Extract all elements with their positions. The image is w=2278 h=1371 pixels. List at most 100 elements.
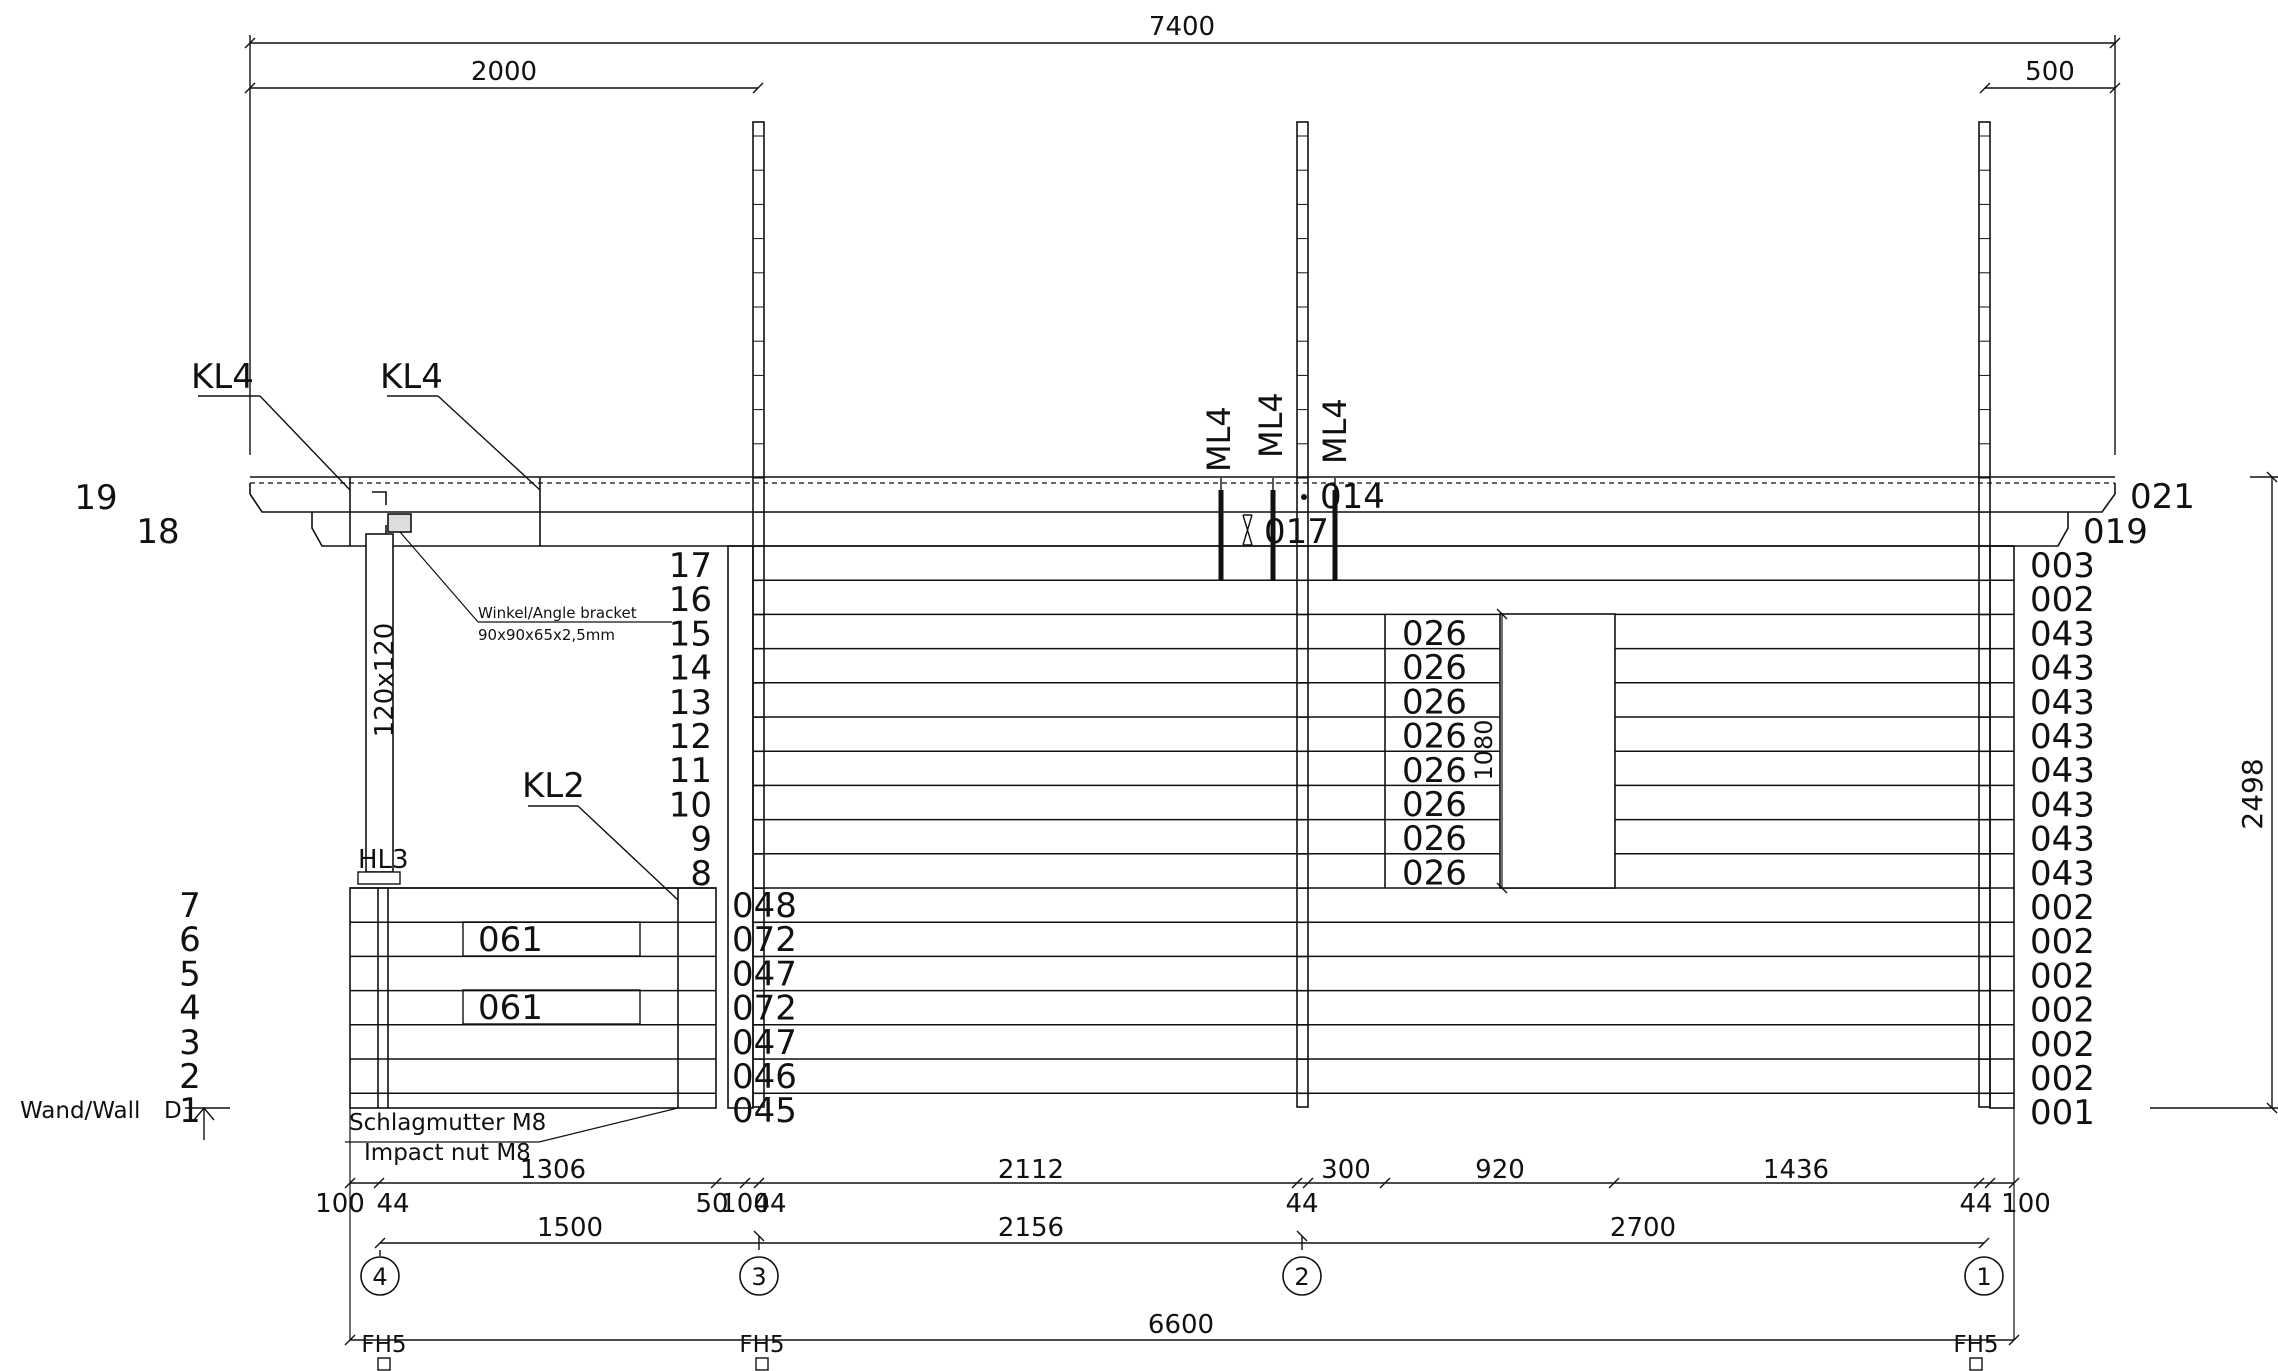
lower-course-code: 046	[732, 1057, 797, 1097]
lower-course-code: 047	[732, 1023, 797, 1063]
dim-top-920: 920	[1475, 1155, 1525, 1185]
foundation-block-right	[1969, 1357, 1983, 1371]
dim-axis-2156: 2156	[998, 1213, 1064, 1243]
log-courses	[349, 545, 2015, 1109]
dim-mid-100-left: 100	[315, 1189, 365, 1219]
window-course-code: 026	[1402, 614, 1467, 654]
chain-tick	[753, 1177, 765, 1189]
top-dimensions: 7400 2000 500	[244, 12, 2121, 455]
window-opening-fill	[1499, 613, 1616, 889]
callout-ml4-3: ML4	[1316, 398, 1354, 464]
callout-wall-letter: D	[164, 1098, 182, 1124]
level-label: 18	[136, 512, 179, 552]
axis-marker-3	[739, 1256, 779, 1296]
lower-course-code: 072	[732, 920, 797, 960]
dim-mid-100-right: 100	[2001, 1189, 2051, 1219]
level-label: 9	[690, 820, 712, 860]
axis-marker-2	[1282, 1256, 1322, 1296]
level-label: 13	[669, 683, 712, 723]
foundation-markers: FH5 FH5 FH5	[361, 1332, 1999, 1371]
foundation-block-center	[755, 1357, 769, 1371]
point-014-marker	[1301, 494, 1307, 500]
level-label: 14	[669, 649, 712, 689]
callout-wall: Wand/Wall	[20, 1098, 140, 1124]
window-course-code: 026	[1402, 853, 1467, 893]
axis-marker-4	[360, 1256, 400, 1296]
callout-nut-line2: Impact nut M8	[364, 1140, 531, 1166]
dim-total-length: 6600	[1148, 1310, 1214, 1340]
level-label: 10	[669, 785, 712, 825]
callout-kl2: KL2	[522, 766, 585, 806]
axis-markers: 4 3 2 1	[360, 1250, 2004, 1296]
connection-bars	[1218, 478, 1338, 580]
porch-post: 120x120	[357, 533, 401, 885]
foundation-block-left	[377, 1357, 391, 1371]
dim-post: 120x120	[370, 623, 400, 738]
course-code: 002	[2030, 1059, 2095, 1099]
lower-course-code: 048	[732, 886, 797, 926]
lower-course-code: 072	[732, 989, 797, 1029]
callout-nut-line1: Schlagmutter M8	[349, 1110, 546, 1136]
level-label: 8	[690, 854, 712, 894]
course-code: 002	[2030, 888, 2095, 928]
panel-061-lower	[462, 989, 641, 1025]
course-code: 043	[2030, 751, 2095, 791]
level-label: 3	[179, 1023, 201, 1063]
dim-top-1436: 1436	[1763, 1155, 1829, 1185]
dim-axis-2700: 2700	[1610, 1213, 1676, 1243]
dim-height: 2498	[2236, 758, 2269, 829]
callout-017: 017	[1264, 512, 1329, 552]
bottom-dimensions: 1306 2112 300 920 1436 100 44 50 100 44 …	[315, 1108, 2051, 1346]
dim-mid-44-b: 44	[753, 1189, 786, 1219]
window-course-code: 026	[1402, 785, 1467, 825]
callout-kl4-left: KL4	[191, 357, 254, 397]
dim-window-height: 1080	[1470, 719, 1498, 780]
chain-tick	[710, 1177, 722, 1189]
callout-hl3: HL3	[358, 845, 409, 875]
dim-left-overhang: 2000	[471, 57, 537, 87]
window-course-code: 026	[1402, 819, 1467, 859]
course-code: 001	[2030, 1093, 2095, 1133]
course-code: 043	[2030, 785, 2095, 825]
foundation-label-right: FH5	[1953, 1332, 1998, 1358]
level-label: 1	[179, 1091, 201, 1131]
dim-top-2112: 2112	[998, 1155, 1064, 1185]
level-label: 16	[669, 580, 712, 620]
level-label: 5	[179, 954, 201, 994]
level-label: 6	[179, 920, 201, 960]
lower-course-code: 047	[732, 954, 797, 994]
course-code: 002	[2030, 922, 2095, 962]
course-code: 043	[2030, 649, 2095, 689]
axis-marker-1	[1964, 1256, 2004, 1296]
course-code: 043	[2030, 614, 2095, 654]
callout-bracket-line2: 90x90x65x2,5mm	[478, 626, 615, 644]
level-label: 2	[179, 1057, 201, 1097]
course-code: 002	[2030, 991, 2095, 1031]
callouts: KL4 KL4 KL2 ML4 ML4 ML4 014 017 021 019 …	[20, 357, 2195, 1166]
dim-total-width: 7400	[1149, 12, 1215, 42]
dim-top-1306: 1306	[520, 1155, 586, 1185]
level-label: 19	[74, 478, 117, 518]
level-label: 15	[669, 614, 712, 654]
chain-tick	[1608, 1177, 1620, 1189]
level-label: 12	[669, 717, 712, 757]
panel-code-lower: 061	[478, 988, 543, 1028]
axis-label-2: 2	[1294, 1263, 1309, 1291]
callout-021: 021	[2130, 477, 2195, 517]
course-code: 002	[2030, 1025, 2095, 1065]
dim-top-300: 300	[1321, 1155, 1371, 1185]
panel-code-upper: 061	[478, 920, 543, 960]
callout-bracket-line1: Winkel/Angle bracket	[478, 604, 637, 622]
chain-tick	[373, 1177, 385, 1189]
level-label: 7	[179, 886, 201, 926]
callout-019: 019	[2083, 512, 2148, 552]
wall-left-edge	[727, 545, 754, 1109]
course-code: 043	[2030, 854, 2095, 894]
roof-beam	[249, 476, 2116, 547]
wall-right-edge	[1989, 545, 2015, 1109]
right-code-labels: 0030020430430430430430430430430020020020…	[2030, 546, 2095, 1133]
course-code: 043	[2030, 820, 2095, 860]
porch-wall-outline	[349, 887, 717, 1109]
